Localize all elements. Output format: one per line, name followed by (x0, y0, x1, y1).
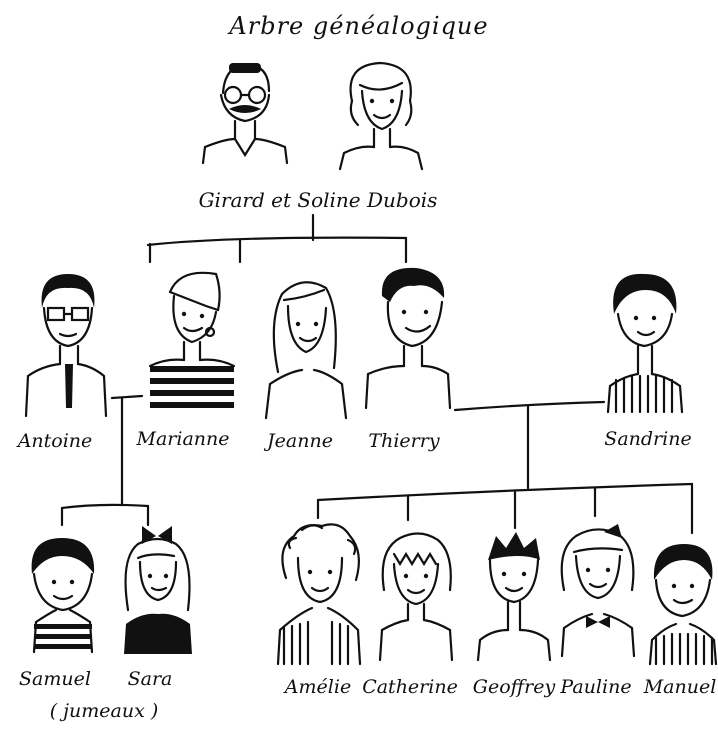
pauline-portrait (560, 524, 636, 658)
child-label-marianne: Marianne (136, 428, 230, 450)
connector-thierry-sandrine (453, 400, 606, 412)
child-label-thierry: Thierry (368, 430, 440, 452)
sandrine-portrait (606, 273, 684, 414)
antoine-portrait (24, 274, 108, 418)
marianne-portrait (148, 271, 236, 408)
thierry-portrait (364, 267, 452, 410)
grandchild-label-geoffrey: Geoffrey (472, 676, 556, 698)
page-title: Arbre généalogique (229, 12, 489, 40)
spouse-label-sandrine: Sandrine (604, 428, 692, 450)
child-label-jeanne: Jeanne (267, 430, 333, 452)
grandmother-portrait (338, 61, 424, 171)
grandfather-portrait (201, 63, 289, 165)
amelie-portrait (276, 523, 362, 666)
geoffrey-portrait (476, 532, 552, 662)
connector-marianne-twins (110, 394, 144, 400)
connector-children-bar (146, 236, 408, 247)
grandchild-label-amelie: Amélie (284, 676, 352, 698)
twin-label-samuel: Samuel (19, 668, 91, 690)
child-label-antoine: Antoine (17, 430, 93, 452)
grandparents-label: Girard et Soline Dubois (198, 188, 438, 212)
grandchild-label-manuel: Manuel (643, 676, 717, 698)
twin-label-sara: Sara (127, 668, 173, 690)
catherine-portrait (378, 532, 454, 662)
twins-note: ( jumeaux ) (49, 700, 159, 722)
samuel-portrait (31, 538, 95, 654)
grandchild-label-pauline: Pauline (560, 676, 632, 698)
sara-portrait (124, 526, 192, 654)
connector-grandchildren-bar (316, 482, 694, 502)
manuel-portrait (648, 544, 718, 666)
grandchild-label-catherine: Catherine (362, 676, 458, 698)
jeanne-portrait (264, 281, 348, 420)
